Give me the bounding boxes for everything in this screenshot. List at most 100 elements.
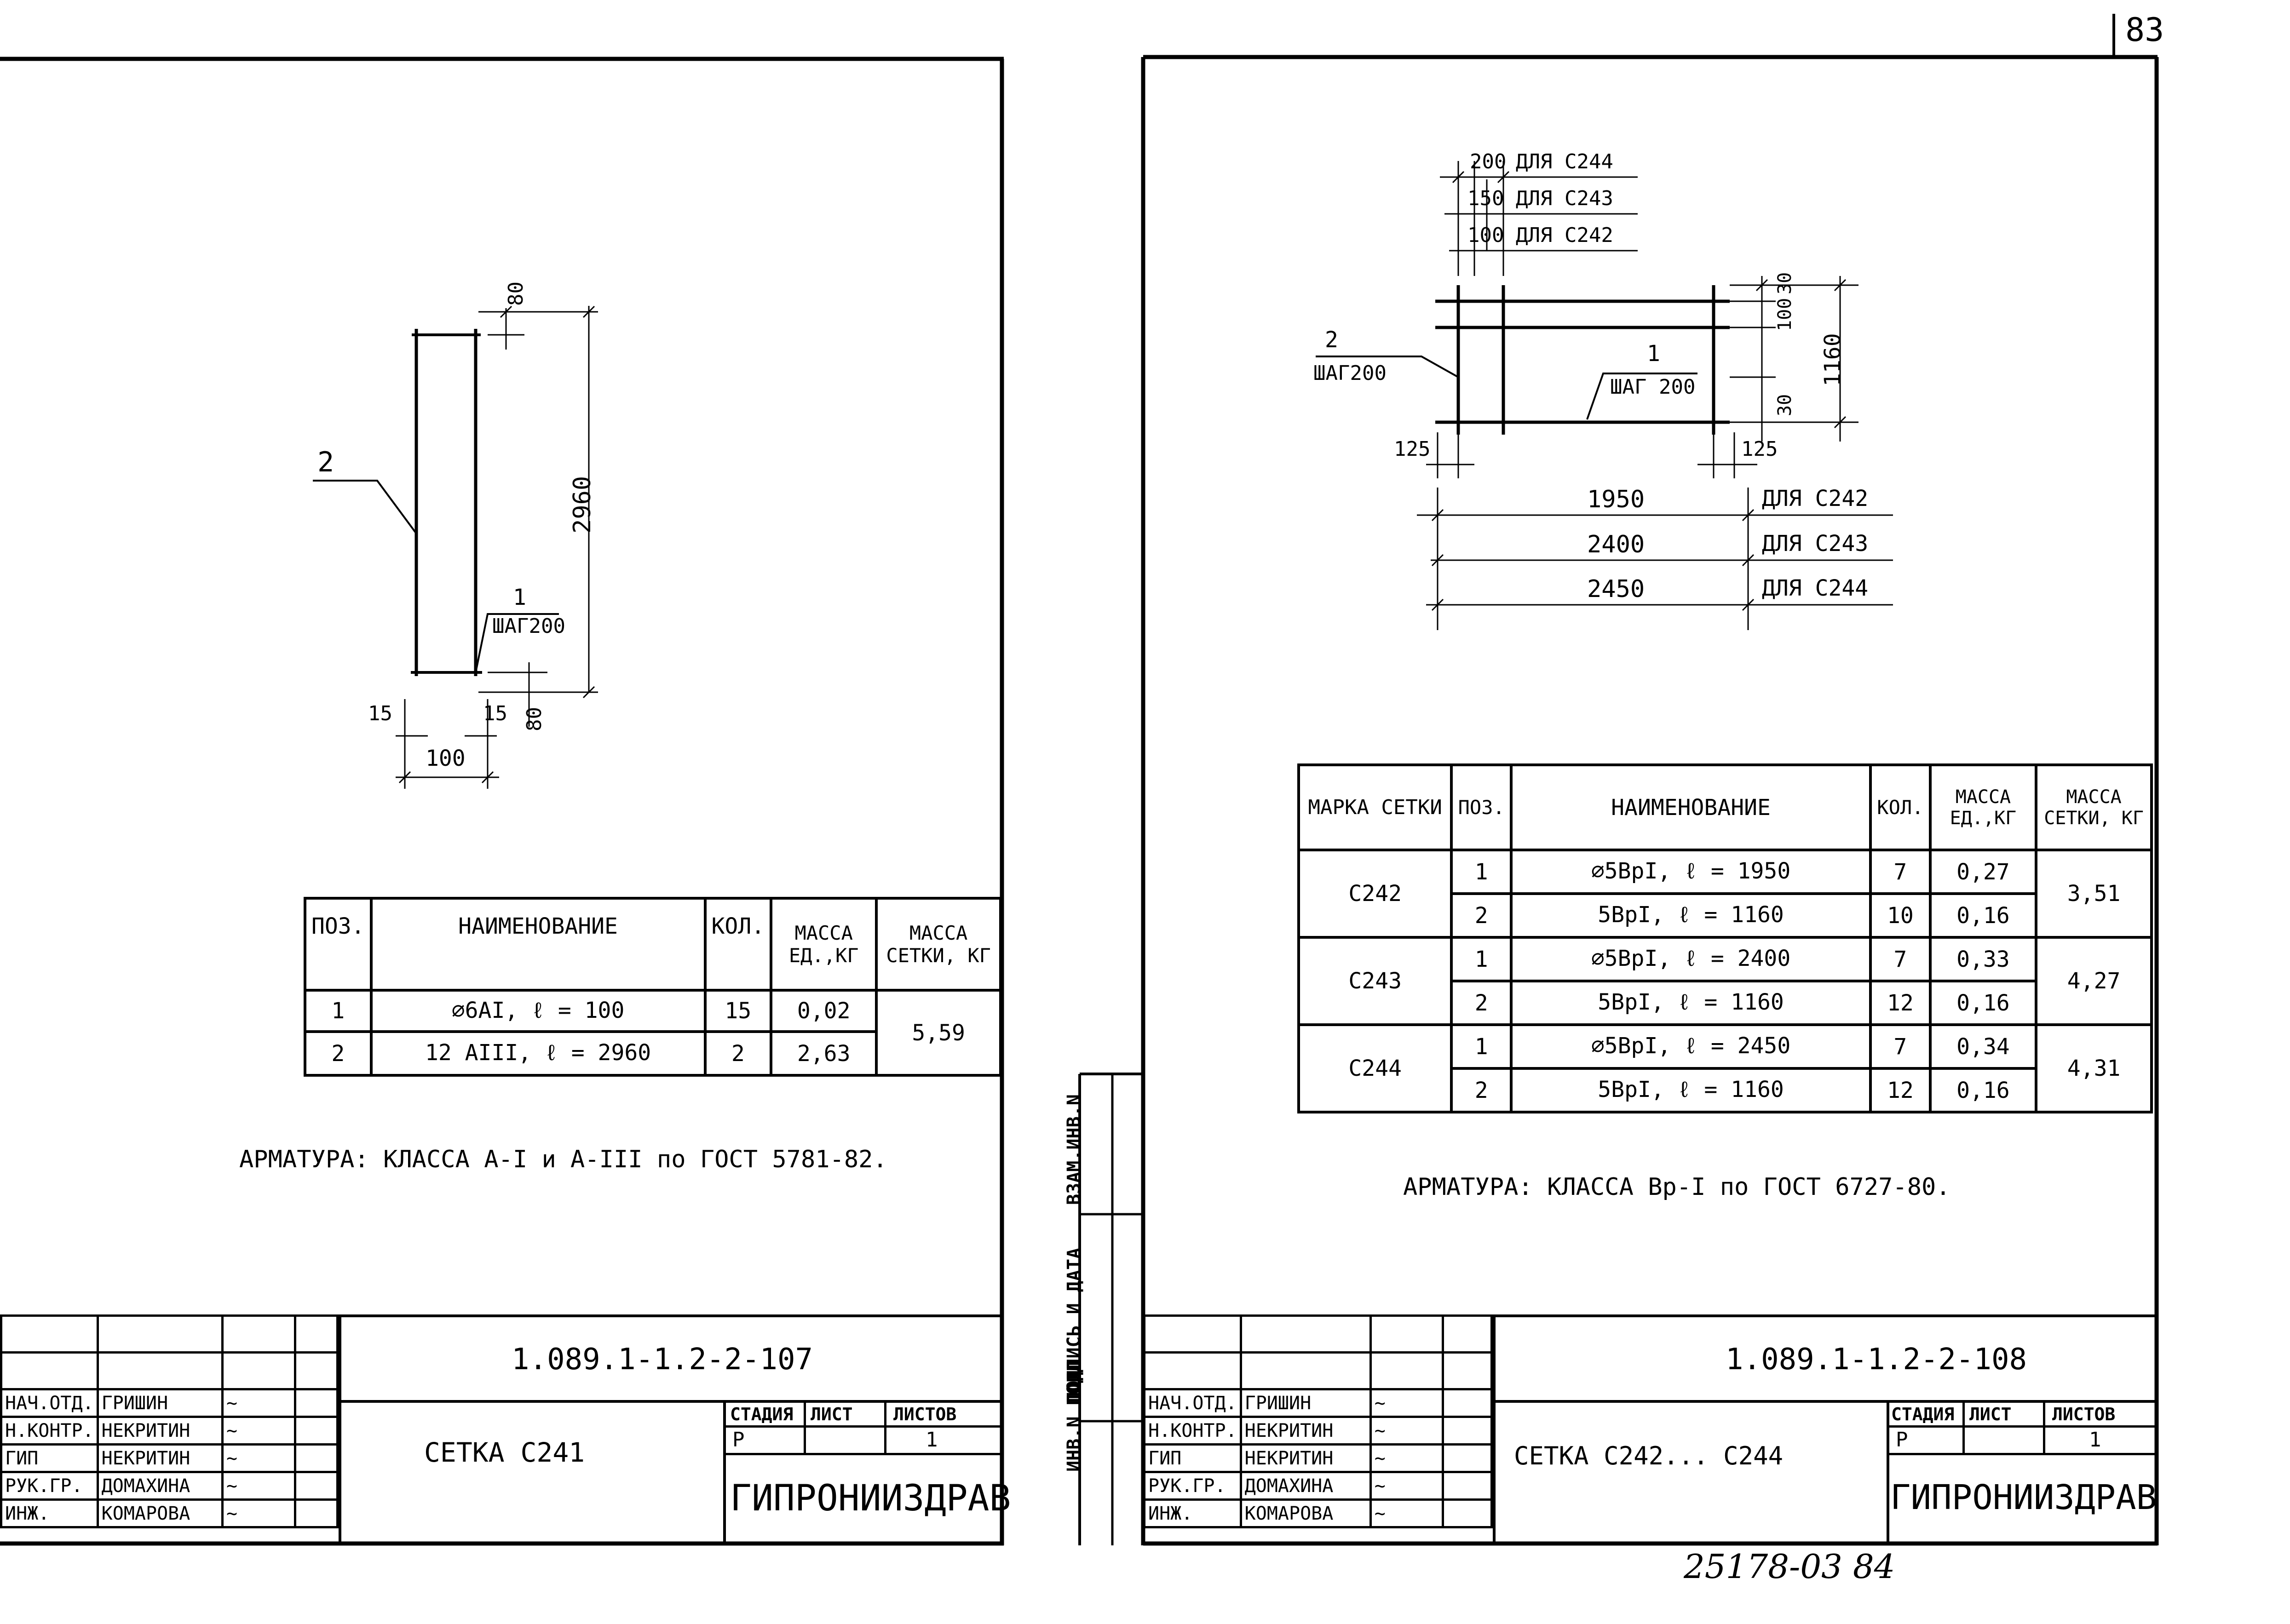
right-role-4: РУК.ГР. — [1143, 1471, 1242, 1501]
right-dim-200: 200 — [1470, 150, 1507, 173]
right-doc-title: СЕТКА С242... С244 — [1514, 1441, 1784, 1470]
right-c243-r2-mass: 0,16 — [1928, 980, 2038, 1026]
right-pos2-step: ШАГ200 — [1313, 362, 1387, 385]
right-c242-total: 3,51 — [2035, 849, 2153, 939]
table-row: 2 5ВрI, ℓ = 1160 10 0,16 — [1299, 892, 2152, 939]
left-dim-left-offset: 15 — [368, 702, 392, 725]
left-header-qty: КОЛ. — [703, 897, 773, 992]
right-org-name: ГИПРОНИИЗДРАВ — [1890, 1478, 2157, 1517]
table-row: ГИП НЕКРИТИН ~ — [1143, 1443, 1493, 1473]
right-c244-total: 4,31 — [2035, 1023, 2153, 1113]
right-length-1950: 1950 — [1587, 486, 1645, 513]
table-row: 2 12 AIII, ℓ = 2960 2 2,63 — [304, 1030, 1001, 1077]
right-header-pos: ПОЗ. — [1450, 763, 1513, 851]
right-sheets-value: 1 — [2089, 1428, 2101, 1452]
left-name-1: ГРИШИН — [96, 1388, 224, 1418]
right-role-5: ИНЖ. — [1143, 1498, 1242, 1528]
left-sheets-header: ЛИСТОВ — [893, 1404, 957, 1424]
table-row: С242 1 ⌀5ВрI, ℓ = 1950 7 0,27 3,51 — [1297, 849, 2153, 939]
right-note: АРМАТУРА: КЛАССА Вр-I по ГОСТ 6727-80. — [1403, 1173, 1951, 1201]
right-c244-r1-mass: 0,34 — [1928, 1023, 2038, 1070]
right-c243-r1-pos: 1 — [1450, 936, 1513, 982]
right-name-1: ГРИШИН — [1239, 1388, 1372, 1418]
right-c243-total: 4,27 — [2035, 936, 2153, 1026]
right-name-3: НЕКРИТИН — [1239, 1443, 1372, 1473]
signature-icon: ~ — [1369, 1416, 1444, 1446]
left-name-5: КОМАРОВА — [96, 1498, 224, 1528]
left-row2-pos: 2 — [304, 1030, 373, 1077]
right-header-qty: КОЛ. — [1869, 763, 1932, 851]
right-mark-c243: С243 — [1297, 936, 1453, 1026]
bottom-stamp-number: 25178-03 84 — [1684, 1547, 1895, 1586]
right-mark-c242: С242 — [1297, 849, 1453, 939]
right-c242-r2-qty: 10 — [1869, 892, 1932, 939]
right-c242-r1-pos: 1 — [1450, 849, 1513, 895]
signature-icon: ~ — [221, 1416, 297, 1446]
right-pos1-label: 1 — [1647, 341, 1660, 367]
right-for-c242-top: ДЛЯ С242 — [1516, 224, 1613, 247]
left-title-main: 1.089.1-1.2-2-107 СЕТКА С241 СТАДИЯ ЛИСТ… — [339, 1314, 1011, 1544]
right-c243-r1-mass: 0,33 — [1928, 936, 2038, 982]
left-doc-title: СЕТКА С241 — [424, 1437, 585, 1468]
left-sheet-header: ЛИСТ — [811, 1404, 853, 1424]
table-row: Н.КОНТР. НЕКРИТИН ~ — [1143, 1416, 1493, 1446]
signature-icon: ~ — [221, 1443, 297, 1473]
table-row: ГИП НЕКРИТИН ~ — [0, 1443, 339, 1473]
left-name-3: НЕКРИТИН — [96, 1443, 224, 1473]
table-row: 2 5ВрI, ℓ = 1160 12 0,16 — [1299, 1067, 2152, 1113]
signature-icon: ~ — [221, 1498, 297, 1528]
right-dim-125-left: 125 — [1394, 437, 1431, 461]
left-dim-top: 80 — [504, 281, 528, 306]
side-stamp-signature-label: ПОДПИСЬ И ДАТА — [1064, 1247, 1085, 1403]
right-dim-100-side: 100 — [1774, 298, 1795, 331]
right-length-2450: 2450 — [1587, 575, 1645, 603]
table-row: ИНЖ. КОМАРОВА ~ — [1143, 1498, 1493, 1528]
right-sheets-header: ЛИСТОВ — [2052, 1404, 2116, 1424]
left-row2-qty: 2 — [703, 1030, 773, 1077]
right-c242-r2-name: 5ВрI, ℓ = 1160 — [1510, 892, 1872, 939]
left-header-mass-unit: МАССА ЕД.,КГ — [770, 897, 878, 992]
right-c243-r2-name: 5ВрI, ℓ = 1160 — [1510, 980, 1872, 1026]
right-for-c242: ДЛЯ С242 — [1762, 486, 1869, 511]
right-stage-value: Р — [1896, 1428, 1908, 1452]
left-pos2-label: 2 — [317, 446, 334, 478]
left-row1-pos: 1 — [304, 989, 373, 1033]
left-header-mass-mesh: МАССА СЕТКИ, КГ — [875, 897, 1002, 992]
left-sheets-value: 1 — [926, 1428, 938, 1452]
right-c244-r2-qty: 12 — [1869, 1067, 1932, 1113]
table-row: НАЧ.ОТД. ГРИШИН ~ — [1143, 1388, 1493, 1418]
left-title-stamp: НАЧ.ОТД. ГРИШИН ~ Н.КОНТР. НЕКРИТИН ~ ГИ… — [0, 1314, 339, 1528]
right-c243-r1-qty: 7 — [1869, 936, 1932, 982]
right-c244-r1-name: ⌀5ВрI, ℓ = 2450 — [1510, 1023, 1872, 1070]
left-role-5: ИНЖ. — [0, 1498, 99, 1528]
right-c244-r1-pos: 1 — [1450, 1023, 1513, 1070]
right-dim-150: 150 — [1467, 187, 1504, 210]
right-for-c243-top: ДЛЯ С243 — [1516, 187, 1613, 210]
right-c242-r1-qty: 7 — [1869, 849, 1932, 895]
side-stamp-replace-label: ВЗАМ.ИНВ.N — [1064, 1094, 1085, 1205]
left-row1-mass: 0,02 — [770, 989, 878, 1033]
left-dim-bottom: 80 — [523, 707, 546, 731]
right-role-1: НАЧ.ОТД. — [1143, 1388, 1242, 1418]
right-title-main: 1.089.1-1.2-2-108 СЕТКА С242... С244 СТА… — [1493, 1314, 2157, 1544]
right-spec-table: МАРКА СЕТКИ ПОЗ. НАИМЕНОВАНИЕ КОЛ. МАССА… — [1297, 763, 2153, 1113]
right-c243-r2-qty: 12 — [1869, 980, 1932, 1026]
right-role-3: ГИП — [1143, 1443, 1242, 1473]
left-spec-table: ПОЗ. НАИМЕНОВАНИЕ КОЛ. МАССА ЕД.,КГ МАСС… — [304, 897, 1002, 1077]
signature-icon: ~ — [1369, 1443, 1444, 1473]
right-header-name: НАИМЕНОВАНИЕ — [1510, 763, 1872, 851]
right-for-c243: ДЛЯ С243 — [1762, 531, 1869, 557]
left-dim-height: 2960 — [569, 476, 596, 534]
left-row2-mass: 2,63 — [770, 1030, 878, 1077]
right-c242-r1-name: ⌀5ВрI, ℓ = 1950 — [1510, 849, 1872, 895]
left-row1-qty: 15 — [703, 989, 773, 1033]
right-role-2: Н.КОНТР. — [1143, 1416, 1242, 1446]
right-length-2400: 2400 — [1587, 531, 1645, 558]
right-dim-100: 100 — [1467, 224, 1504, 247]
left-header-name: НАИМЕНОВАНИЕ — [369, 897, 707, 992]
right-dim-30-top: 30 — [1774, 272, 1795, 294]
right-title-stamp: НАЧ.ОТД. ГРИШИН ~ Н.КОНТР. НЕКРИТИН ~ ГИ… — [1143, 1314, 1493, 1528]
left-total-mass: 5,59 — [875, 989, 1002, 1077]
right-pos2-label: 2 — [1325, 327, 1338, 353]
